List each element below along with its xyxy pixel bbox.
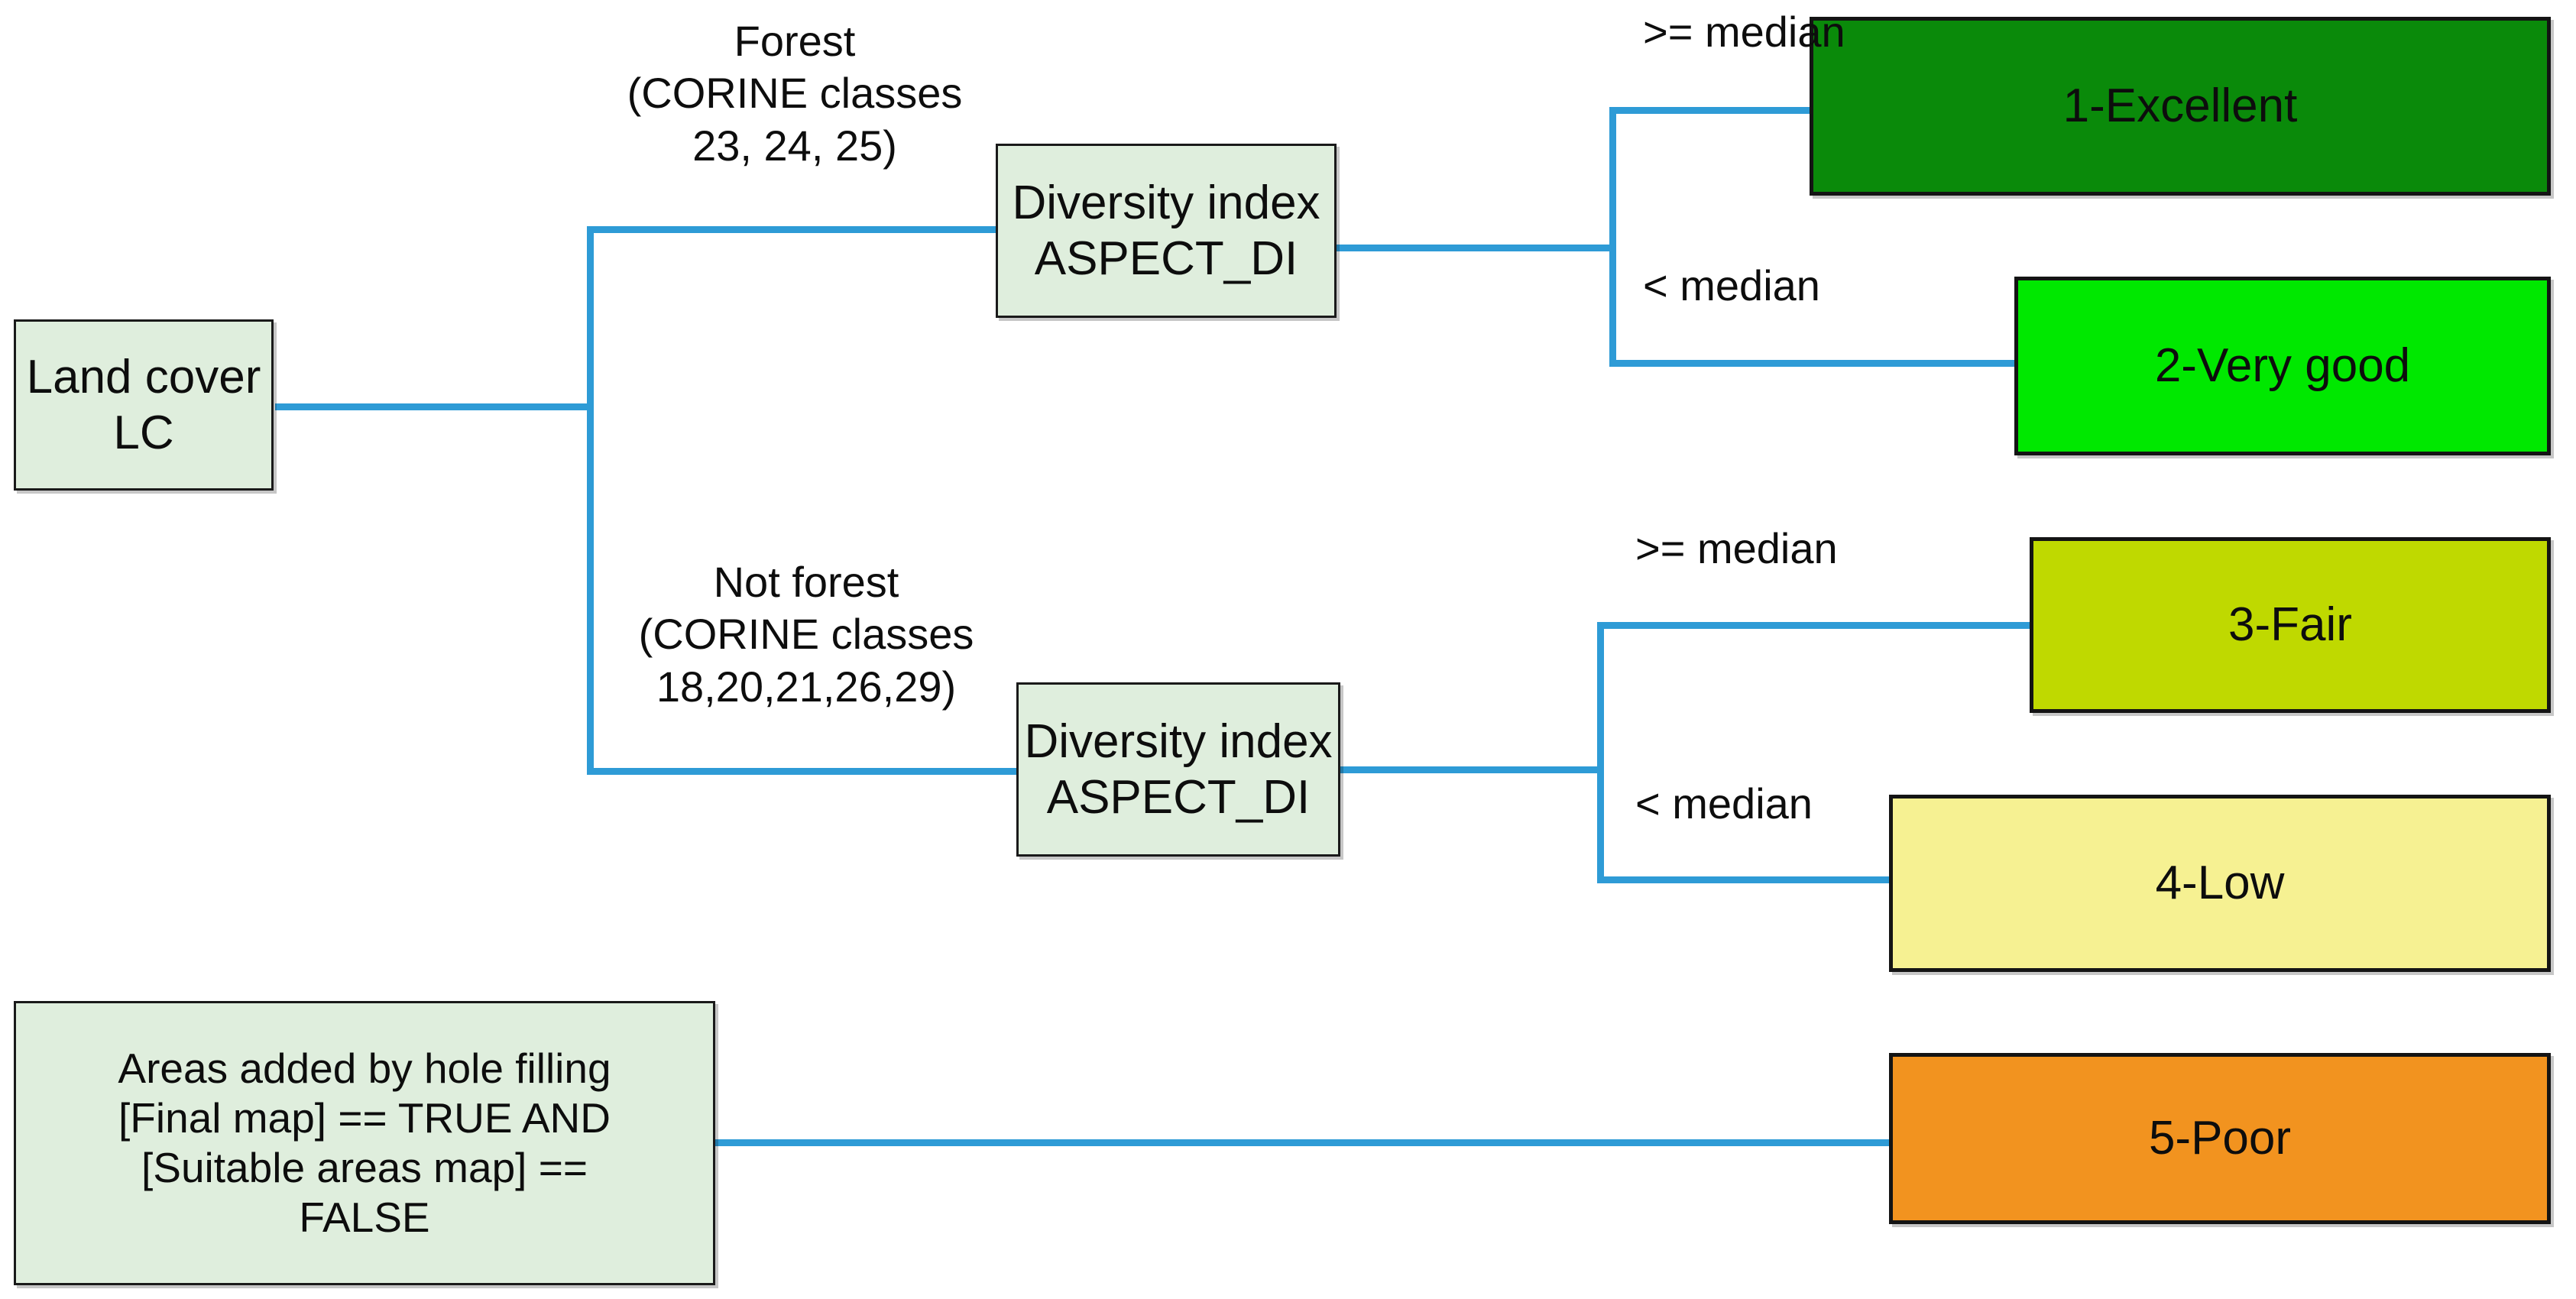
connector-forest-branch: [587, 226, 1000, 233]
connector-not-forest-branch: [587, 768, 1019, 775]
connector-diversity-not-forest-split-vertical: [1597, 622, 1604, 883]
connector-to-fair: [1597, 622, 2033, 629]
connector-root-split-vertical: [587, 226, 594, 775]
edge-label-lt-median-bottom: < median: [1635, 779, 1813, 828]
result-node-5-poor[interactable]: 5-Poor: [1889, 1053, 2551, 1224]
connector-diversity-forest-stem: [1336, 245, 1615, 251]
edge-label-not-forest: Not forest (CORINE classes 18,20,21,26,2…: [638, 558, 974, 711]
connector-root-stem: [275, 403, 593, 410]
edge-label-ge-median-top: >= median: [1643, 8, 1845, 56]
node-land-cover[interactable]: Land cover LC: [14, 319, 274, 491]
connector-to-poor: [714, 1139, 1892, 1146]
connector-diversity-forest-split-vertical: [1609, 107, 1616, 367]
edge-label-ge-median-bottom: >= median: [1635, 524, 1838, 572]
connector-to-low: [1597, 876, 1892, 883]
result-node-1-excellent[interactable]: 1-Excellent: [1810, 17, 2551, 196]
result-node-4-low[interactable]: 4-Low: [1889, 795, 2551, 972]
node-hole-filling[interactable]: Areas added by hole filling [Final map] …: [14, 1001, 715, 1285]
connector-to-excellent: [1609, 107, 1810, 114]
result-node-2-very-good[interactable]: 2-Very good: [2014, 277, 2551, 455]
result-node-3-fair[interactable]: 3-Fair: [2030, 537, 2551, 713]
edge-label-lt-median-top: < median: [1643, 261, 1820, 309]
node-diversity-index-forest[interactable]: Diversity index ASPECT_DI: [996, 144, 1337, 318]
node-diversity-index-not-forest[interactable]: Diversity index ASPECT_DI: [1016, 682, 1340, 857]
edge-label-forest: Forest (CORINE classes 23, 24, 25): [627, 17, 963, 170]
connector-to-very-good: [1609, 360, 2017, 367]
connector-diversity-not-forest-stem: [1339, 766, 1603, 773]
